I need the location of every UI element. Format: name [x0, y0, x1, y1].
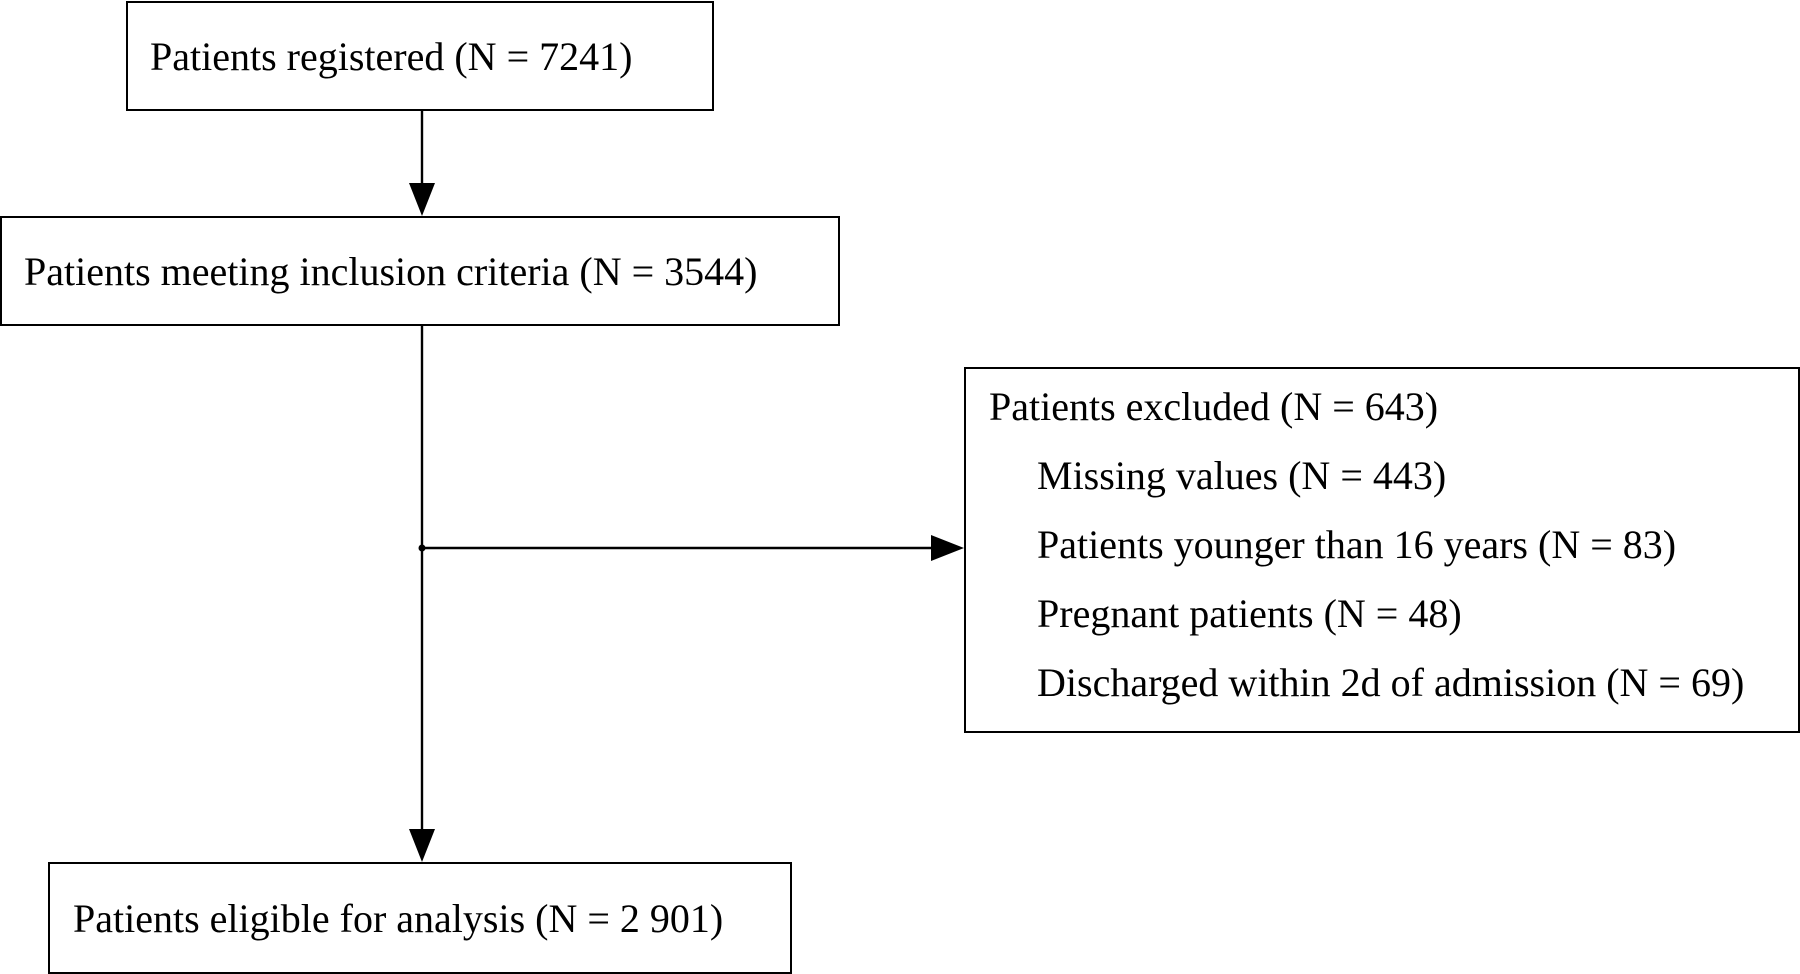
excluded-reason-pregnant: Pregnant patients (N = 48) [1037, 591, 1462, 636]
eligible-label: Patients eligible for analysis (N = 2 90… [73, 896, 724, 941]
box-inclusion-criteria [0, 216, 840, 326]
box-patients-registered [126, 1, 714, 111]
box-eligible-for-analysis [48, 862, 792, 974]
excluded-title: Patients excluded (N = 643) [989, 384, 1439, 429]
arrowhead-eligible [409, 829, 435, 862]
arrowhead-excluded [931, 535, 964, 561]
box-patients-excluded [964, 367, 1800, 733]
excluded-reason-discharged: Discharged within 2d of admission (N = 6… [1037, 660, 1745, 705]
excluded-reason-missing-values: Missing values (N = 443) [1037, 453, 1447, 498]
arrowhead-inclusion [409, 183, 435, 216]
inclusion-label: Patients meeting inclusion criteria (N =… [24, 249, 758, 294]
excluded-reason-under-16: Patients younger than 16 years (N = 83) [1037, 522, 1677, 567]
registered-label: Patients registered (N = 7241) [150, 34, 633, 79]
